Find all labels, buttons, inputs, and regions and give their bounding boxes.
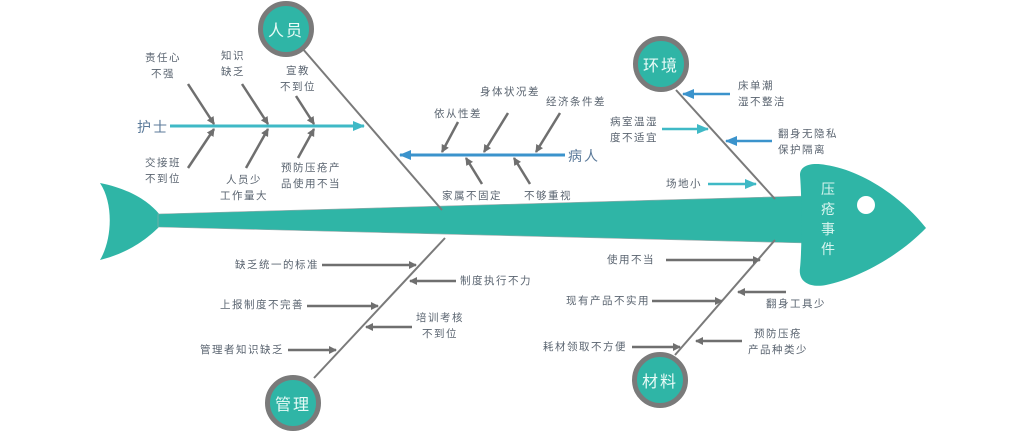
cause-label: 预防压疮 产品种类少: [748, 328, 808, 356]
effect-char: 件: [821, 242, 835, 258]
cause-label: 上报制度不完善: [220, 299, 304, 311]
cause-label: 缺乏统一的标准: [235, 259, 319, 271]
fish-head: [799, 164, 926, 286]
arrow: [244, 128, 270, 169]
fish-eye: [857, 196, 875, 214]
arrow: [294, 95, 316, 125]
cause-label: 使用不当: [607, 254, 655, 266]
cause-label: 经济条件差: [546, 96, 606, 108]
sub-branch-nurse-label: 护士: [137, 120, 169, 136]
cause-label: 责任心 不强: [145, 52, 181, 80]
bone-management: [313, 237, 446, 379]
cause-label: 家属不固定: [442, 190, 502, 202]
sub-branch-patient-label: 病人: [568, 149, 600, 165]
cause-label: 耗材领取不方便: [543, 341, 627, 353]
category-management: 管理: [265, 375, 321, 431]
cause-label: 宣教 不到位: [280, 65, 316, 93]
fish-tail: [100, 183, 160, 260]
cause-label: 制度执行不力: [460, 275, 532, 287]
cause-label: 知识 缺乏: [221, 50, 245, 78]
arrow: [440, 121, 460, 153]
cause-label: 翻身工具少: [766, 298, 826, 310]
effect-char: 事: [821, 222, 835, 238]
arrow: [296, 128, 316, 159]
bone-people: [301, 47, 443, 211]
arrow: [512, 157, 532, 185]
arrow: [534, 112, 562, 153]
category-people: 人员: [258, 1, 314, 57]
effect-char: 压: [821, 182, 835, 198]
arrow: [186, 128, 216, 169]
effect-char: 疮: [821, 202, 835, 218]
cause-label: 身体状况差: [480, 86, 540, 98]
cause-label: 培训考核 不到位: [416, 312, 464, 340]
arrow: [464, 157, 484, 185]
cause-label: 场地小: [666, 178, 702, 190]
arrow: [482, 112, 510, 153]
arrow: [240, 83, 270, 125]
cause-label: 交接班 不到位: [145, 157, 181, 185]
cause-label: 管理者知识缺乏: [200, 344, 284, 356]
cause-label: 床单潮 湿不整洁: [738, 80, 786, 108]
arrow: [186, 83, 216, 125]
cause-label: 翻身无隐私 保护隔离: [778, 128, 838, 156]
cause-label: 依从性差: [434, 108, 482, 120]
cause-label: 人员少 工作量大: [220, 174, 268, 202]
cause-label: 不够重视: [524, 190, 572, 202]
cause-label: 现有产品不实用: [566, 295, 650, 307]
cause-label: 预防压疮产 品使用不当: [281, 162, 341, 190]
category-environment: 环境: [633, 36, 689, 92]
category-materials: 材料: [632, 352, 688, 408]
cause-label: 病室温湿 度不适宜: [610, 116, 658, 144]
